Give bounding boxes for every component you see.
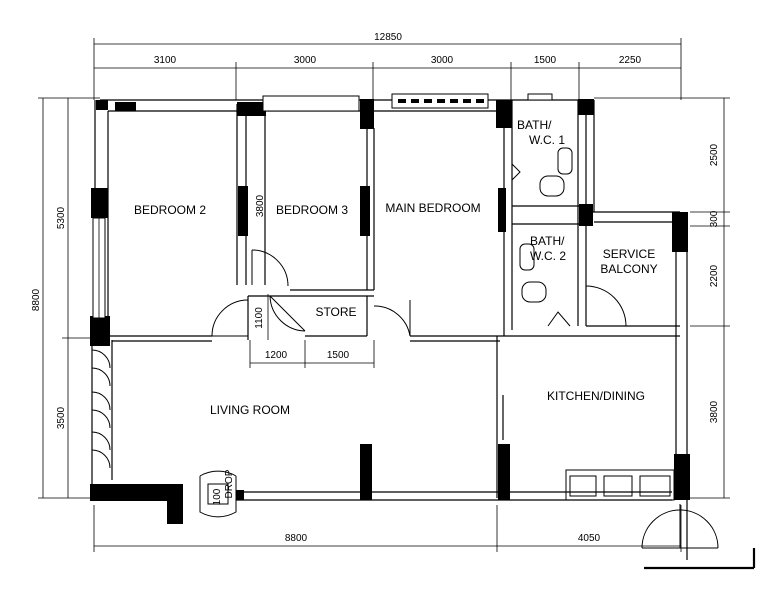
label-drop-100: 100 xyxy=(212,488,223,505)
dim-top-seg-4: 1500 xyxy=(534,55,557,66)
dim-right-seg-4: 3800 xyxy=(709,400,720,423)
dim-right-seg-3: 2200 xyxy=(709,264,720,287)
doors xyxy=(91,163,719,549)
dim-right-seg-1: 2500 xyxy=(709,143,720,166)
dim-top-seg-2: 3000 xyxy=(294,55,317,66)
dim-bedroom3-width: 3800 xyxy=(255,194,266,217)
dim-top-seg-5: 2250 xyxy=(619,55,642,66)
label-store: STORE xyxy=(315,305,356,319)
label-service-line-2: BALCONY xyxy=(600,262,657,276)
dim-store-height: 1100 xyxy=(254,307,265,329)
dim-top-total: 12850 xyxy=(374,32,402,43)
label-bath-1-line-1: BATH/ xyxy=(517,118,552,132)
top-dimension-lines xyxy=(93,38,682,100)
dim-store-width-1: 1200 xyxy=(265,350,288,361)
wall-columns xyxy=(90,99,690,524)
dim-left-seg-2: 3500 xyxy=(56,406,67,429)
label-kitchen-dining: KITCHEN/DINING xyxy=(547,389,645,403)
dim-top-seg-3: 3000 xyxy=(431,55,454,66)
dim-store-width-2: 1500 xyxy=(327,350,350,361)
store-dimension-lines xyxy=(249,294,375,368)
left-dimension-lines xyxy=(38,97,100,499)
label-bedroom-3: BEDROOM 3 xyxy=(276,203,348,217)
label-bath-1-line-2: W.C. 1 xyxy=(529,133,565,147)
label-bath-2-line-1: BATH/ xyxy=(530,234,565,248)
dim-top-seg-1: 3100 xyxy=(154,55,177,66)
dim-bottom-seg-1: 8800 xyxy=(285,533,308,544)
right-dimension-lines xyxy=(594,97,730,499)
dim-bottom-seg-2: 4050 xyxy=(578,533,601,544)
dim-right-seg-2: 300 xyxy=(709,210,720,227)
walls xyxy=(91,99,756,570)
bottom-dimension-lines xyxy=(93,505,682,552)
label-service-line-1: SERVICE xyxy=(603,247,655,261)
label-drop: DROP xyxy=(224,469,235,498)
kitchen-counter xyxy=(565,469,675,501)
dim-left-seg-1: 5300 xyxy=(56,206,67,229)
label-bath-2-line-2: W.C. 2 xyxy=(530,249,566,263)
label-main-bedroom: MAIN BEDROOM xyxy=(385,201,480,215)
label-living-room: LIVING ROOM xyxy=(210,403,290,417)
windows xyxy=(92,93,553,319)
bath-fixtures xyxy=(519,147,573,303)
label-bedroom-2: BEDROOM 2 xyxy=(134,203,206,217)
dim-left-total: 8800 xyxy=(31,288,42,311)
